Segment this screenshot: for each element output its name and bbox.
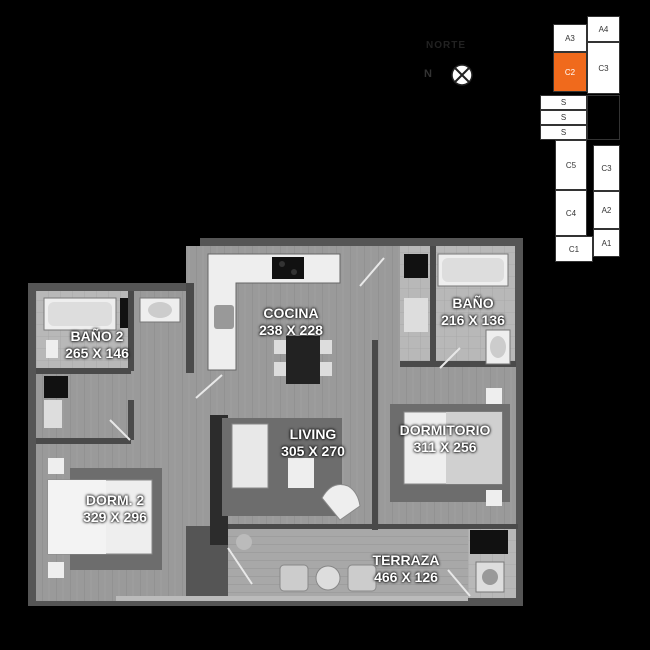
kitchen-counter bbox=[207, 253, 341, 371]
room-dims: 305 X 270 bbox=[281, 443, 345, 459]
room-dims: 216 X 136 bbox=[441, 312, 505, 328]
compass-letter: N bbox=[424, 68, 432, 80]
key-plan-unit: S bbox=[540, 110, 587, 125]
terrace-furniture bbox=[236, 534, 505, 593]
key-plan-unit: S bbox=[540, 95, 587, 110]
room-dorm-2: DORM. 2 329 X 296 bbox=[70, 492, 160, 526]
door-swings bbox=[109, 257, 471, 597]
key-plan-core bbox=[587, 95, 620, 140]
room-name: DORMITORIO bbox=[399, 422, 491, 438]
second-bed bbox=[47, 458, 162, 578]
master-bed bbox=[390, 388, 510, 506]
room-dormitorio: DORMITORIO 311 X 256 bbox=[390, 422, 500, 456]
key-plan-unit: C4 bbox=[555, 190, 587, 236]
compass-icon bbox=[451, 64, 473, 86]
compass-label: NORTE bbox=[426, 40, 466, 51]
room-bano: BAÑO 216 X 136 bbox=[428, 295, 518, 329]
room-cocina: COCINA 238 X 228 bbox=[246, 305, 336, 339]
key-plan-unit: A4 bbox=[587, 16, 620, 42]
key-plan-unit: A1 bbox=[593, 229, 620, 257]
room-name: TERRAZA bbox=[372, 552, 440, 568]
room-living: LIVING 305 X 270 bbox=[268, 426, 358, 460]
closets bbox=[44, 376, 508, 554]
room-name: BAÑO bbox=[452, 295, 494, 311]
room-dims: 238 X 228 bbox=[259, 322, 323, 338]
room-dims: 329 X 296 bbox=[83, 509, 147, 525]
key-plan-unit: C3 bbox=[593, 145, 620, 191]
key-plan-unit: A3 bbox=[553, 24, 587, 52]
dining-table bbox=[274, 336, 332, 384]
room-name: DORM. 2 bbox=[85, 492, 145, 508]
bathroom-fixtures bbox=[404, 253, 511, 365]
room-name: LIVING bbox=[289, 426, 337, 442]
bathroom-2-fixtures bbox=[43, 297, 181, 358]
room-name: BAÑO 2 bbox=[70, 328, 124, 344]
key-plan-unit: C3 bbox=[587, 42, 620, 94]
key-plan-unit: A2 bbox=[593, 191, 620, 229]
key-plan-unit: S bbox=[540, 125, 587, 140]
room-name: COCINA bbox=[263, 305, 319, 321]
room-dims: 265 X 146 bbox=[65, 345, 129, 361]
key-plan-unit-current: C2 bbox=[553, 52, 587, 92]
room-terraza: TERRAZA 466 X 126 bbox=[356, 552, 456, 586]
key-plan-unit: C1 bbox=[555, 236, 593, 262]
room-dims: 466 X 126 bbox=[374, 569, 438, 585]
room-dims: 311 X 256 bbox=[413, 439, 477, 455]
living-furniture bbox=[222, 418, 361, 521]
key-plan-unit: C5 bbox=[555, 140, 587, 190]
room-bano-2: BAÑO 2 265 X 146 bbox=[52, 328, 142, 362]
